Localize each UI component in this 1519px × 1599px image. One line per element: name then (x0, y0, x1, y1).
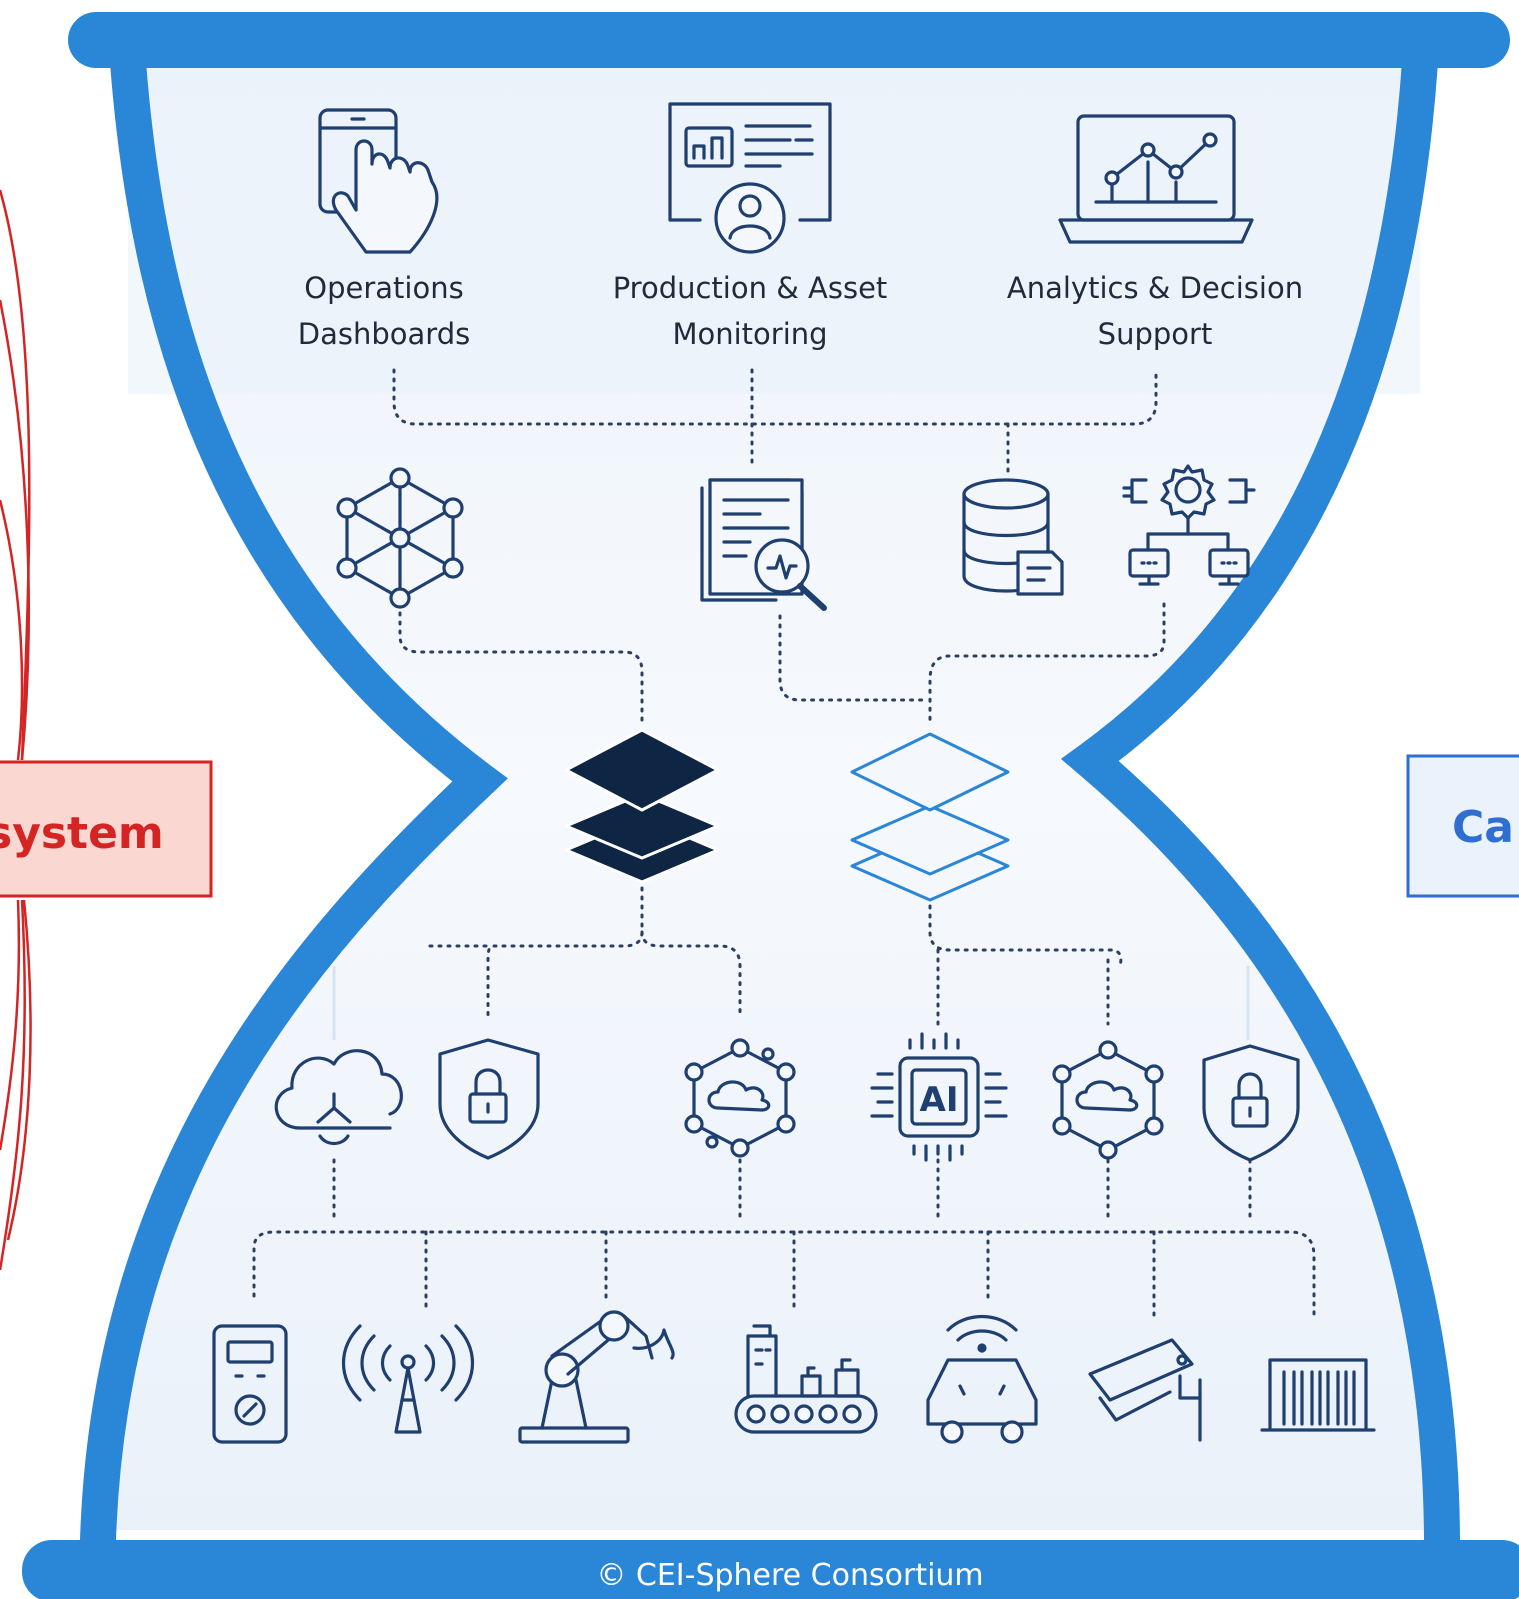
analytics-label-1: Analytics & Decision (1007, 271, 1303, 305)
hourglass-interior (98, 62, 1442, 1530)
database-icon (962, 478, 1064, 596)
hourglass-right-wall (1060, 44, 1460, 1558)
tablet-touch-icon (318, 108, 439, 254)
barcode-icon (1260, 1358, 1376, 1432)
right-box-label: Ca (1452, 802, 1514, 853)
cloud-network-icon-2 (1052, 1040, 1164, 1160)
top-bar (68, 12, 1510, 68)
production-label-1: Production & Asset (613, 271, 888, 305)
robot-arm-icon (518, 1310, 675, 1444)
analytics-label-2: Support (1098, 317, 1213, 351)
multimeter-icon (212, 1324, 288, 1444)
security-camera-icon (1088, 1338, 1202, 1442)
left-box-label: system (0, 808, 164, 859)
layers-outline-icon (850, 732, 1010, 902)
connected-vehicle-icon (926, 1314, 1038, 1444)
process-network-icon (1122, 464, 1256, 586)
cloud-icon (274, 1049, 403, 1146)
bottom-bar (22, 1540, 1519, 1599)
laptop-chart-icon (1058, 114, 1254, 244)
ai-chip-label: AI (920, 1080, 959, 1120)
left-ecosystem-lines (0, 189, 32, 1271)
layers-filled-icon (564, 728, 720, 884)
production-label-2: Monitoring (672, 317, 827, 351)
factory-conveyor-icon (734, 1324, 878, 1434)
dotted-connectors (252, 368, 1316, 1322)
document-search-icon (700, 478, 827, 611)
shield-lock-icon (438, 1038, 540, 1160)
shield-lock-icon-2 (1202, 1044, 1300, 1162)
hourglass-left-wall (80, 44, 508, 1558)
cloud-network-icon (684, 1038, 796, 1158)
operations-label-1: Operations (304, 271, 463, 305)
antenna-icon (341, 1324, 475, 1434)
operations-label-2: Dashboards (298, 317, 470, 351)
left-side-box: system (0, 760, 213, 898)
right-side-box: Ca (1406, 754, 1519, 898)
monitor-user-icon (668, 102, 832, 254)
network-graph-icon (336, 467, 464, 609)
ai-chip-icon: AI (870, 1032, 1008, 1162)
footer-credit: © CEI-Sphere Consortium (596, 1558, 983, 1593)
